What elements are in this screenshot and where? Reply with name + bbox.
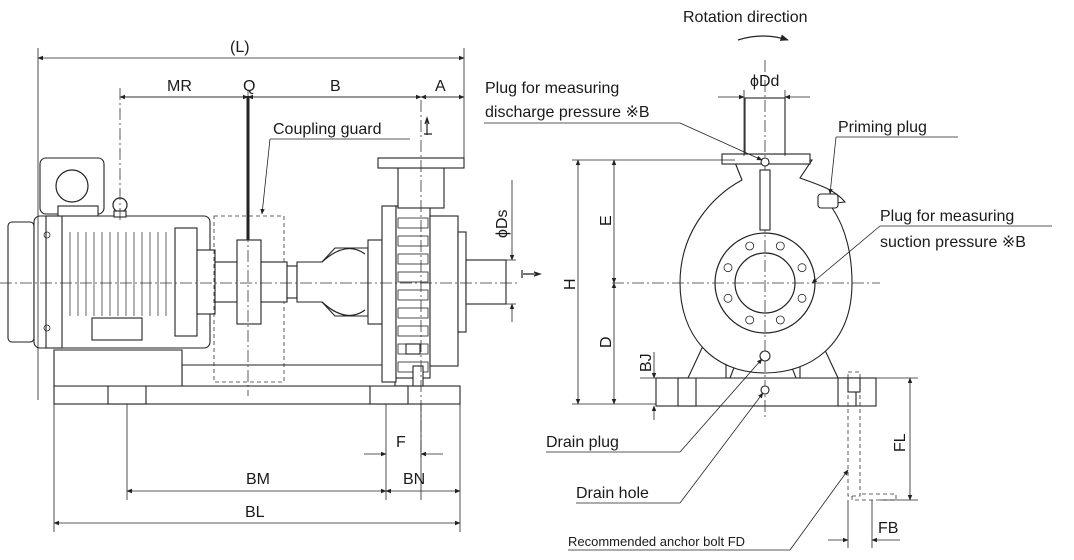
pump (286, 157, 507, 387)
rotation-arrow-icon (737, 34, 789, 41)
leader-discharge-plug (679, 122, 763, 161)
label-drain-hole: Drain hole (576, 485, 649, 502)
casing-rib (397, 289, 429, 301)
frame-rib (321, 247, 366, 263)
bolt-hole-icon (775, 315, 785, 325)
casing-rib (397, 217, 429, 229)
shaft-coupling-end (286, 265, 298, 299)
bolt-icon (43, 324, 51, 332)
casing-rib (397, 307, 429, 319)
bearing-frame (296, 247, 369, 317)
leader-drain-hole (679, 392, 764, 504)
casing-rib (397, 325, 429, 337)
bolt-hole-icon (723, 293, 733, 303)
volute-casing (679, 174, 853, 374)
dim-label-Ds: ϕDs (494, 209, 511, 238)
label-plug-discharge-2: discharge pressure ※B (485, 104, 650, 121)
dim-label-Q: Q (243, 78, 255, 95)
casing-volute (429, 215, 459, 367)
discharge-flow-arrow-icon (424, 116, 432, 135)
coupling-assembly (213, 215, 288, 383)
dim-label-BL: BL (245, 504, 265, 521)
label-rotation-direction: Rotation direction (683, 9, 808, 26)
suction-nozzle (465, 259, 507, 305)
label-plug-suction-2: suction pressure ※B (880, 234, 1026, 251)
bolt-hole-icon (775, 241, 785, 251)
base-foot (677, 377, 697, 407)
base-foot-left (107, 385, 147, 405)
dim-label-FL: FL (892, 433, 909, 452)
casing-cover (367, 239, 383, 325)
leader-line (260, 138, 271, 215)
label-coupling-guard: Coupling guard (273, 121, 382, 138)
casing-rib (397, 253, 429, 265)
casing-back-plate (381, 205, 397, 383)
leader-suction-plug (811, 225, 881, 284)
label-priming-plug: Priming plug (838, 119, 927, 136)
terminal-box-cover (55, 169, 89, 203)
dim-label-H: H (562, 278, 579, 290)
leader-priming-plug (828, 136, 837, 195)
dim-label-Dd: ϕDd (750, 73, 779, 90)
shaft-hub (214, 261, 238, 303)
casing-rib (397, 235, 429, 247)
motor-end-cap (7, 221, 35, 343)
dim-label-BM: BM (246, 471, 270, 488)
priming-plug-icon (817, 193, 839, 209)
label-plug-discharge-1: Plug for measuring (485, 80, 619, 97)
pump-support (181, 364, 396, 387)
drain-boss (405, 343, 421, 355)
anchor-nut (847, 377, 861, 393)
bolt-hole-icon (797, 293, 807, 303)
label-drain-plug: Drain plug (546, 434, 619, 451)
terminal-base (57, 205, 99, 217)
dim-label-L: (L) (230, 39, 250, 56)
bolt-hole-icon (723, 263, 733, 273)
casing-ribs (397, 217, 429, 373)
suction-flow-arrow-icon (521, 270, 542, 278)
label-anchor-bolt: Recommended anchor bolt FD (568, 534, 745, 549)
dim-label-FB: FB (878, 520, 898, 537)
bolt-hole-icon (797, 263, 807, 273)
motor-foot (91, 317, 143, 341)
dim-label-A: A (435, 78, 446, 95)
motor (7, 157, 216, 349)
flange-bolt-holes (723, 241, 807, 325)
motor-flange (45, 215, 63, 349)
leader-drain-plug (679, 358, 763, 453)
coupling (236, 239, 262, 325)
discharge-plug-icon (760, 157, 770, 167)
casing-rib (397, 271, 429, 283)
front-view: Rotation direction (484, 9, 1052, 551)
frame-rib (321, 301, 366, 317)
motor-base (53, 349, 183, 387)
dim-label-BJ: BJ (638, 353, 655, 372)
leader-anchor-bolt (789, 469, 849, 551)
dim-label-B: B (330, 78, 341, 95)
drain-plug-side (412, 365, 424, 387)
pressure-gauge-tube (759, 169, 771, 231)
drain-plug-icon (759, 350, 771, 362)
base-foot-right (369, 385, 409, 405)
bolt-hole-icon (745, 241, 755, 251)
bolt-hole-icon (745, 315, 755, 325)
motor-bearing-cover (196, 249, 216, 315)
shaft-hub (260, 261, 288, 303)
side-view: (L) MR Q B A Coupling guard ϕDs F BM BN … (0, 39, 542, 532)
dim-label-F: F (396, 434, 406, 451)
dim-label-D: D (598, 336, 615, 348)
anchor-bolt-hook (851, 493, 897, 501)
dim-label-MR: MR (167, 78, 192, 95)
drain-hole-icon (760, 385, 770, 395)
bolt-icon (43, 231, 51, 239)
dim-label-E: E (598, 215, 615, 226)
label-plug-suction-1: Plug for measuring (880, 208, 1014, 225)
suction-flange (457, 231, 467, 333)
anchor-bolt (847, 371, 861, 497)
motor-end-bracket (174, 227, 198, 337)
dim-label-BN: BN (403, 471, 425, 488)
motor-cooling-fins (69, 232, 167, 316)
